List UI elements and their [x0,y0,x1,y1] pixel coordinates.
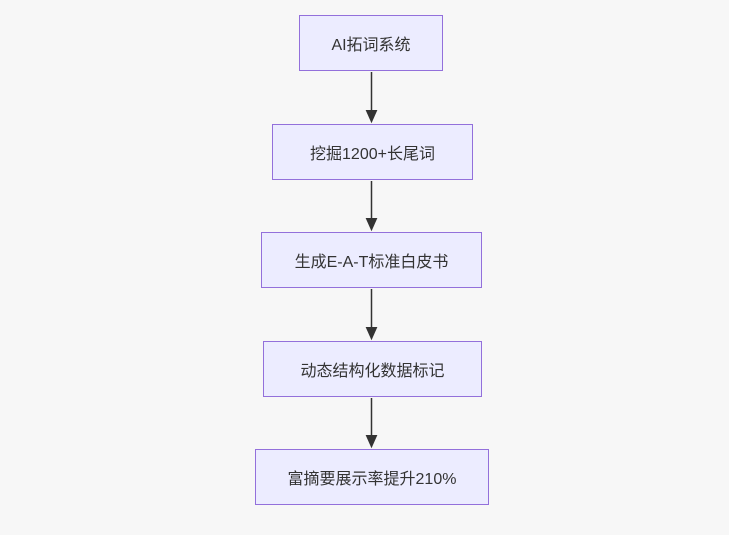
flow-node-dynamic-structured-data-markup[interactable]: 动态结构化数据标记 [263,341,482,397]
flow-node-label: 挖掘1200+长尾词 [310,146,435,163]
flow-node-label: 富摘要展示率提升210% [287,471,457,488]
flow-node-mine-longtail-keywords[interactable]: 挖掘1200+长尾词 [272,124,473,180]
flow-node-rich-snippet-rate-increase[interactable]: 富摘要展示率提升210% [255,449,489,505]
flow-node-ai-word-expansion-system[interactable]: AI拓词系统 [299,15,443,71]
flow-node-label: AI拓词系统 [331,37,411,54]
flow-node-label: 生成E-A-T标准白皮书 [294,254,449,271]
flow-node-generate-eat-whitepaper[interactable]: 生成E-A-T标准白皮书 [261,232,482,288]
flow-node-label: 动态结构化数据标记 [300,363,445,380]
